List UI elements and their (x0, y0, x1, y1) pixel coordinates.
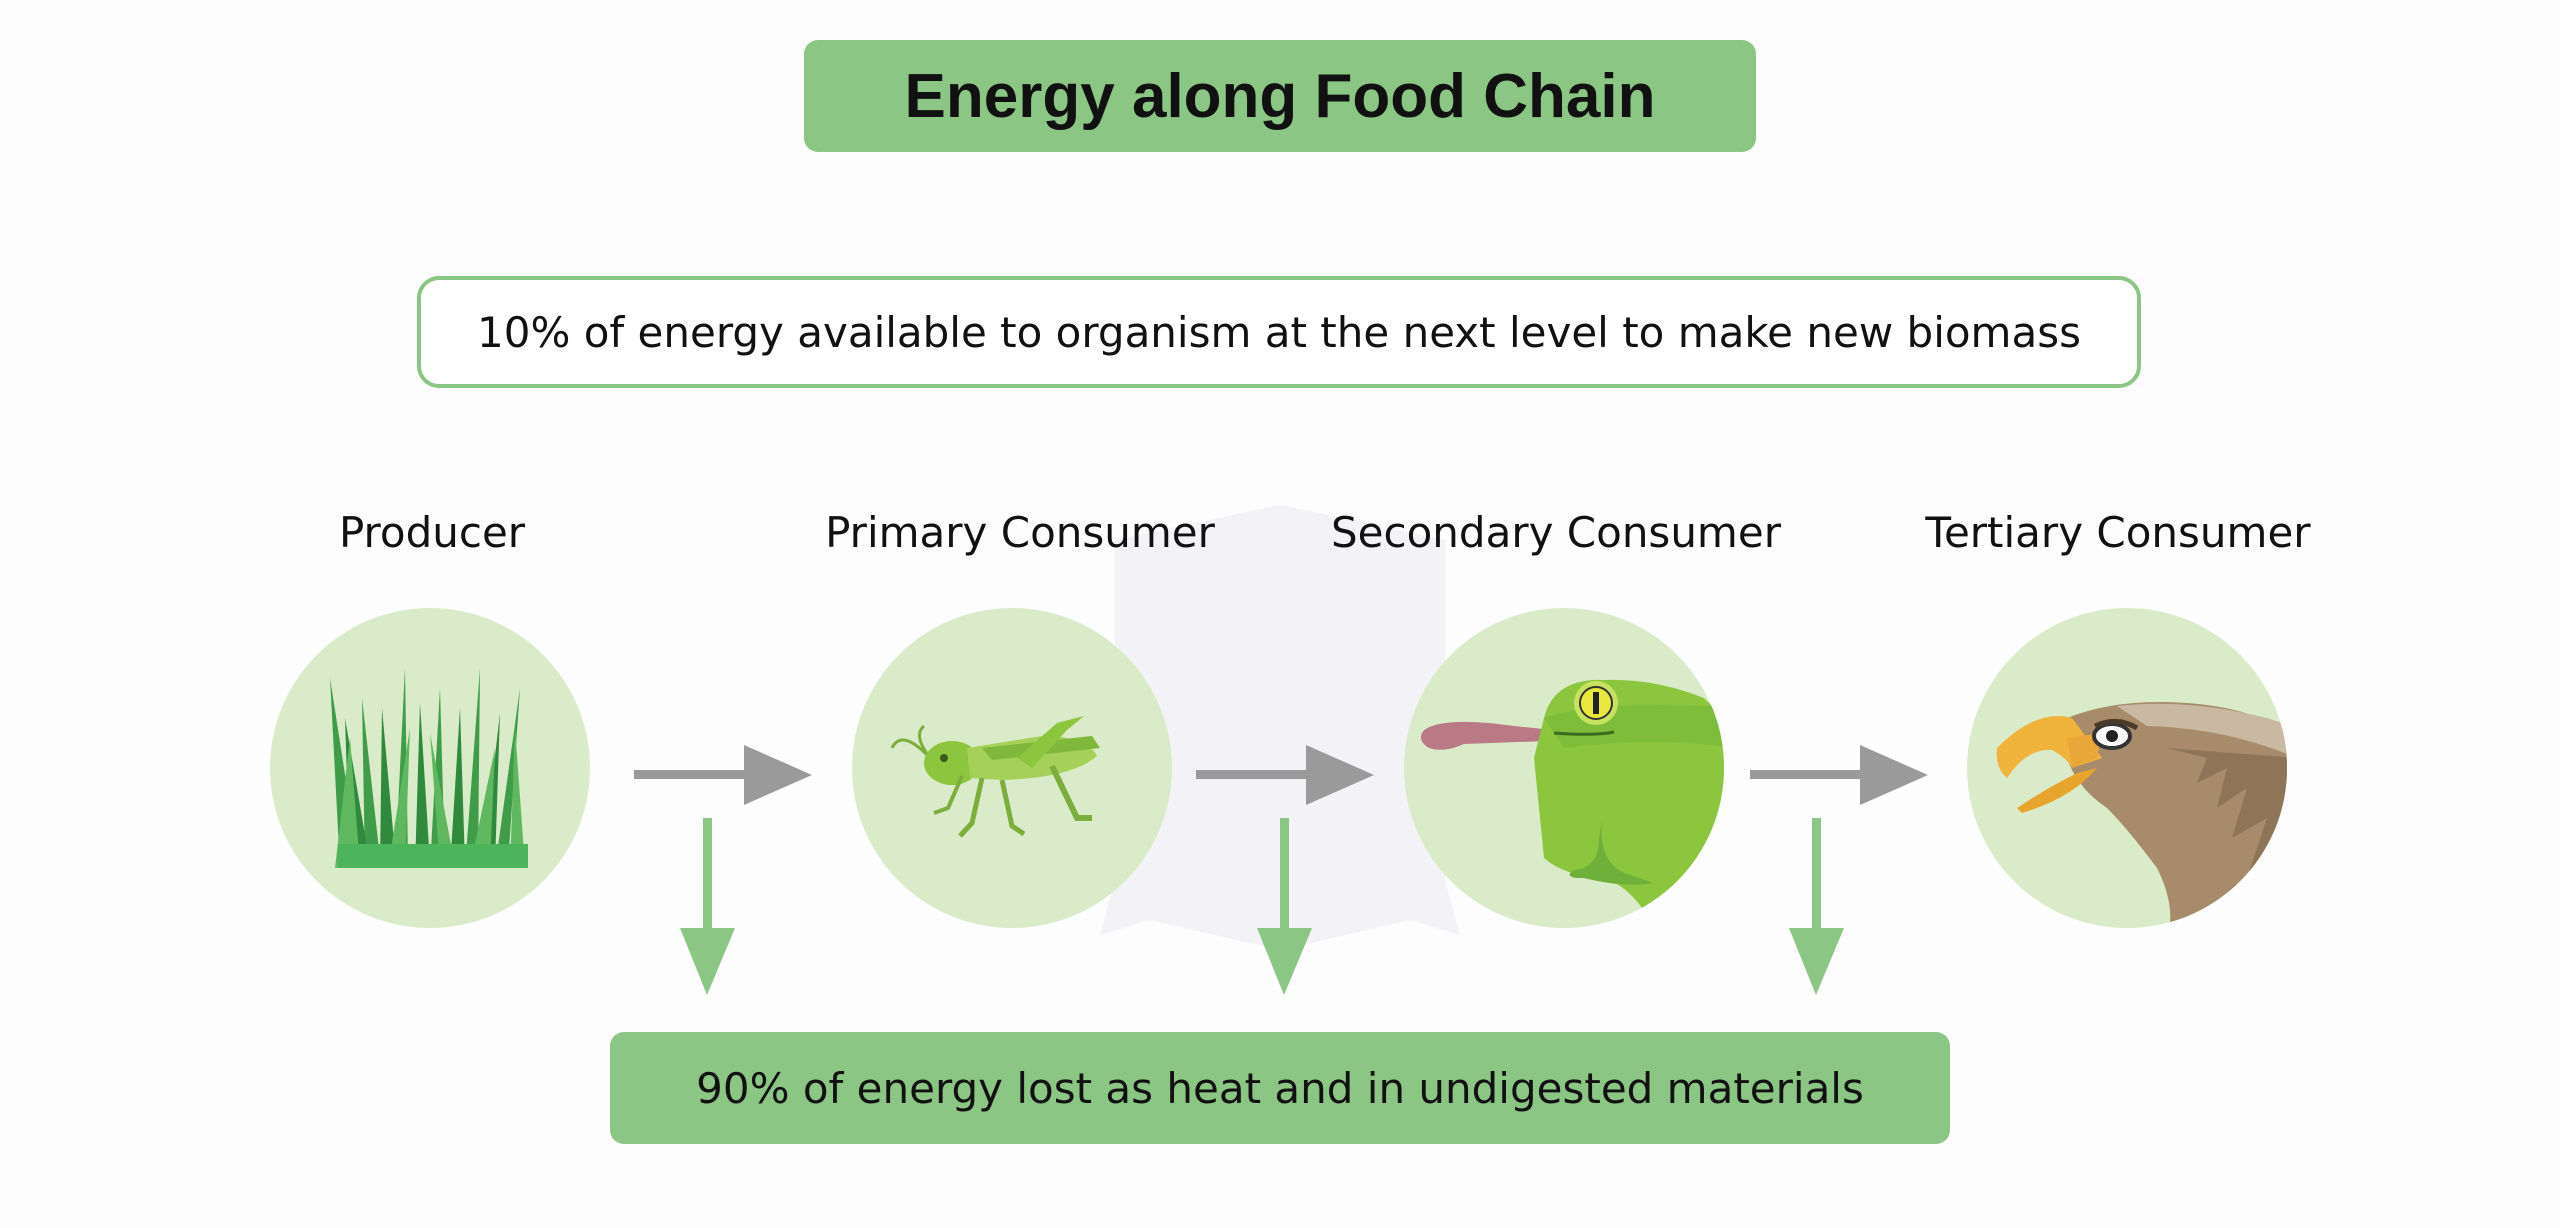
primary-consumer-circle (852, 608, 1172, 928)
level-label-primary-consumer: Primary Consumer (825, 508, 1215, 557)
energy-loss-text: 90% of energy lost as heat and in undige… (696, 1063, 1864, 1113)
tertiary-consumer-circle (1967, 608, 2287, 928)
eagle-icon (1996, 702, 2287, 928)
page-title: Energy along Food Chain (904, 61, 1656, 131)
loss-arrow-2 (1257, 818, 1312, 995)
flow-arrow-3 (1750, 745, 1928, 805)
energy-transfer-note: 10% of energy available to organism at t… (417, 276, 2141, 388)
loss-arrow-3 (1789, 818, 1844, 995)
grass-icon (330, 668, 528, 868)
producer-circle (270, 608, 590, 928)
level-label-tertiary-consumer: Tertiary Consumer (1925, 508, 2311, 557)
level-label-producer: Producer (338, 508, 526, 557)
energy-loss-note: 90% of energy lost as heat and in undige… (610, 1032, 1950, 1144)
secondary-consumer-circle (1404, 608, 1724, 928)
energy-transfer-text: 10% of energy available to organism at t… (477, 307, 2081, 357)
grasshopper-icon (890, 716, 1100, 838)
flow-arrow-1 (634, 745, 812, 805)
title-box: Energy along Food Chain (804, 40, 1756, 152)
watermark-shape (1100, 505, 1460, 950)
level-label-secondary-consumer: Secondary Consumer (1331, 508, 1781, 557)
loss-arrow-1 (680, 818, 735, 995)
flow-arrow-2 (1196, 745, 1374, 805)
frog-icon (1420, 679, 1724, 928)
